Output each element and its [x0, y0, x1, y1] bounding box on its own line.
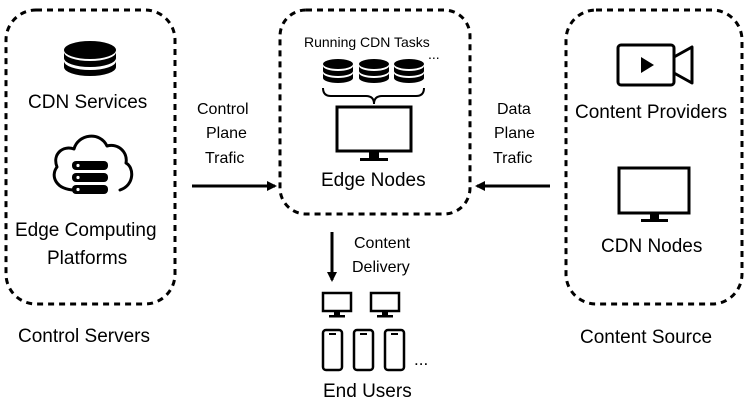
cdn-node-monitor-icon — [617, 166, 691, 222]
content-source-box — [564, 8, 744, 306]
data-traffic-line1: Data — [497, 101, 531, 118]
running-cdn-tasks-label: Running CDN Tasks — [304, 34, 430, 50]
curly-brace-icon — [322, 87, 425, 105]
data-traffic-line2: Plane — [494, 125, 535, 142]
end-users-ellipsis: ... — [414, 350, 429, 369]
content-providers-label: Content Providers — [575, 102, 728, 123]
control-servers-caption: Control Servers — [18, 326, 150, 347]
cloud-server-icon — [52, 134, 134, 194]
control-traffic-line1: Control — [197, 101, 249, 118]
cdn-services-label: CDN Services — [28, 92, 148, 113]
edge-node-monitor-icon — [335, 105, 413, 161]
content-delivery-line1: Content — [354, 235, 411, 252]
control-traffic-line3: Trafic — [205, 150, 245, 167]
edge-computing-label-line2: Platforms — [47, 248, 128, 269]
user-phone-icon-1 — [321, 328, 344, 372]
video-camera-icon — [616, 43, 694, 87]
task-database-icon-1 — [323, 59, 353, 83]
edge-nodes-box — [278, 8, 472, 216]
content-delivery-line2: Delivery — [352, 259, 410, 276]
database-stack-icon — [64, 41, 116, 76]
control-traffic-line2: Plane — [206, 125, 247, 142]
user-monitor-icon-2 — [369, 291, 401, 318]
tasks-ellipsis: ... — [428, 46, 440, 62]
edge-nodes-caption: Edge Nodes — [321, 170, 426, 191]
user-phone-icon-3 — [383, 328, 406, 372]
edge-computing-label-line1: Edge Computing — [15, 220, 157, 241]
end-users-label: End Users — [323, 381, 412, 402]
task-database-icon-3 — [394, 59, 424, 83]
task-database-icon-2 — [359, 59, 389, 83]
cdn-nodes-label: CDN Nodes — [601, 236, 703, 257]
user-monitor-icon-1 — [321, 291, 353, 318]
content-source-caption: Content Source — [580, 327, 713, 348]
data-traffic-line3: Trafic — [493, 150, 533, 167]
user-phone-icon-2 — [352, 328, 375, 372]
